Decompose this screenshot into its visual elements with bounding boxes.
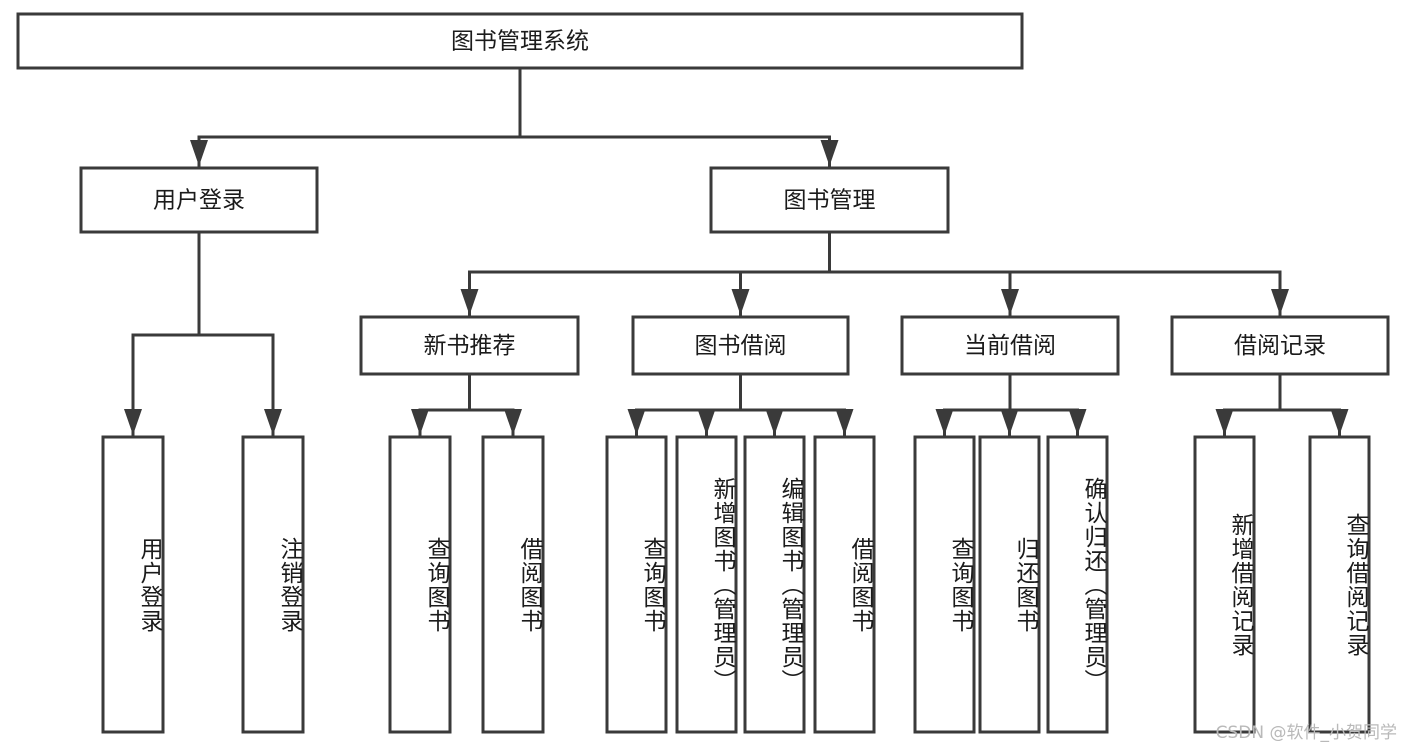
- arrowhead-icon: [627, 409, 646, 435]
- node-boxes: [16, 12, 1390, 734]
- node-leaf-box-7[interactable]: [813, 435, 876, 734]
- arrowhead-icon: [190, 140, 208, 166]
- node-root-label: 图书管理系统: [451, 29, 589, 55]
- arrowhead-icon: [264, 409, 282, 435]
- node-level3-box-2[interactable]: [900, 315, 1120, 376]
- node-level3-box-1[interactable]: [631, 315, 850, 376]
- arrowhead-icon: [731, 289, 750, 315]
- node-level2-box-1[interactable]: [709, 166, 950, 234]
- node-leaf-box-9[interactable]: [978, 435, 1041, 734]
- node-root-box[interactable]: [16, 12, 1024, 70]
- node-level3-box-0[interactable]: [359, 315, 580, 376]
- node-leaf-box-8[interactable]: [913, 435, 976, 734]
- node-leaf-box-2[interactable]: [388, 435, 452, 734]
- arrowhead-icon: [1330, 409, 1349, 435]
- connector-lines: [124, 66, 1349, 437]
- arrowhead-icon: [820, 140, 839, 166]
- arrowhead-icon: [697, 409, 716, 435]
- arrowhead-icon: [124, 409, 142, 435]
- node-leaf-box-3[interactable]: [481, 435, 545, 734]
- node-leaf-box-11[interactable]: [1193, 435, 1256, 734]
- node-level2-label-0: 用户登录: [153, 188, 245, 214]
- arrowhead-icon: [1068, 409, 1087, 435]
- node-leaf-box-0[interactable]: [101, 435, 165, 734]
- node-level3-label-0: 新书推荐: [424, 333, 516, 359]
- node-level2-box-0[interactable]: [79, 166, 319, 234]
- node-level3-box-3[interactable]: [1170, 315, 1390, 376]
- arrowhead-icon: [1215, 409, 1234, 435]
- arrowhead-icon: [935, 409, 954, 435]
- node-leaf-box-4[interactable]: [605, 435, 668, 734]
- node-leaf-box-6[interactable]: [743, 435, 806, 734]
- node-leaf-box-10[interactable]: [1046, 435, 1109, 734]
- node-level3-label-1: 图书借阅: [695, 333, 787, 359]
- arrowhead-icon: [504, 409, 522, 435]
- arrowhead-icon: [411, 409, 429, 435]
- arrowhead-icon: [1271, 289, 1289, 315]
- arrowhead-icon: [765, 409, 784, 435]
- node-level3-label-3: 借阅记录: [1234, 333, 1326, 359]
- arrowhead-icon: [1001, 289, 1019, 315]
- node-leaf-box-12[interactable]: [1308, 435, 1371, 734]
- arrowhead-icon: [1000, 409, 1019, 435]
- node-level2-label-1: 图书管理: [784, 188, 876, 214]
- node-leaf-box-1[interactable]: [241, 435, 305, 734]
- arrowhead-icon: [460, 289, 479, 315]
- node-leaf-box-5[interactable]: [675, 435, 738, 734]
- arrowhead-icon: [835, 409, 854, 435]
- node-level3-label-2: 当前借阅: [964, 333, 1056, 359]
- watermark-text: CSDN @软件_小贺同学: [1215, 723, 1397, 743]
